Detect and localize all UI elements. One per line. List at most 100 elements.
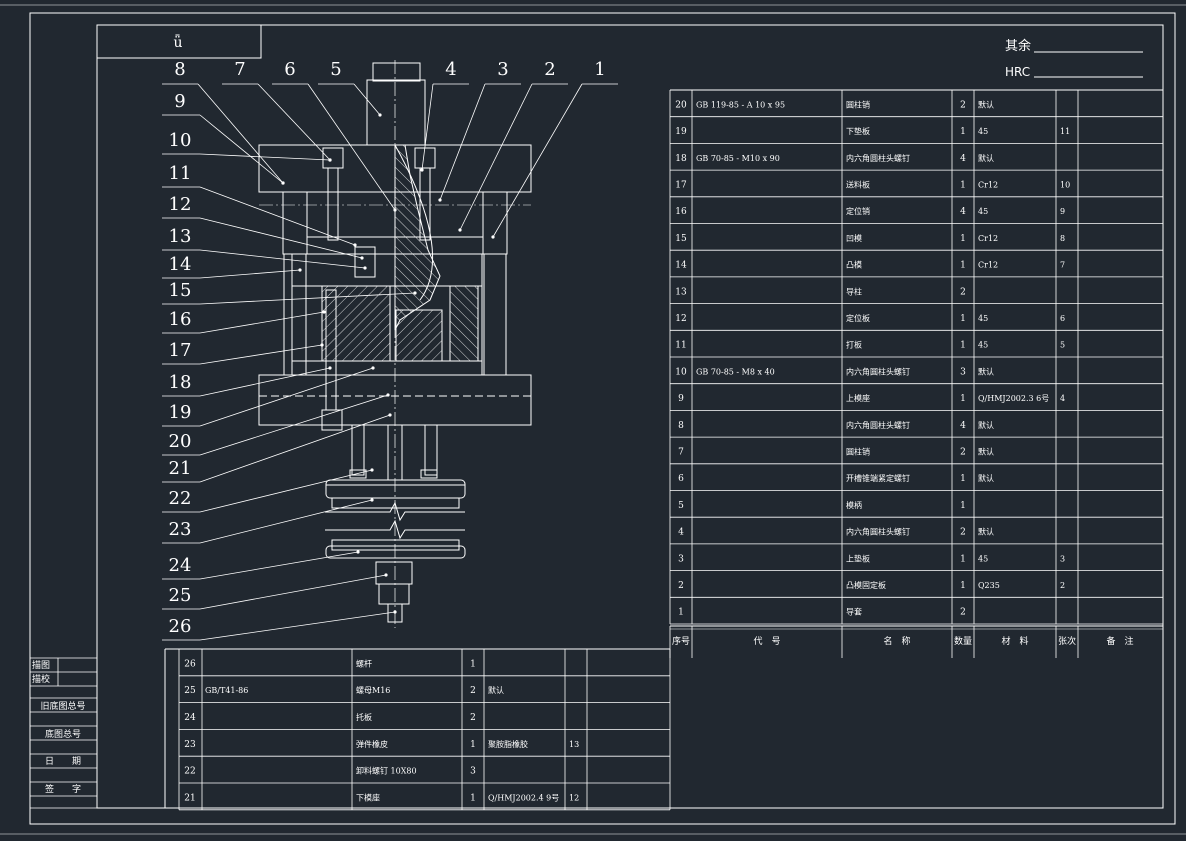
bom-name: 导柱 xyxy=(846,286,862,296)
part-number-left: 12 xyxy=(169,194,192,215)
part-number-left: 21 xyxy=(169,458,192,479)
bom-qty: 1 xyxy=(960,501,966,511)
bom-no: 4 xyxy=(678,528,684,538)
bom-name: 定位销 xyxy=(846,206,870,216)
bom-no: 11 xyxy=(675,341,686,351)
bom-material: 45 xyxy=(978,207,988,216)
bom-qty: 1 xyxy=(470,793,476,803)
bom-code: GB 70-85 - M10 x 90 xyxy=(696,154,780,163)
bom-material: Q235 xyxy=(978,581,1000,590)
bom-material: 默认 xyxy=(978,420,994,430)
die-assembly-section xyxy=(258,60,532,628)
bom-material: Cr12 xyxy=(978,180,998,189)
part-number-left: 10 xyxy=(169,130,192,151)
bom-material: 聚胺脂橡胶 xyxy=(488,739,528,749)
bom-material: Cr12 xyxy=(978,234,998,243)
mold-shank xyxy=(366,79,426,146)
part-number-left: 17 xyxy=(169,340,192,361)
bom-no: 9 xyxy=(678,394,684,404)
bom-name: 托板 xyxy=(356,712,372,722)
bom-material: 45 xyxy=(978,554,988,563)
bom-no: 17 xyxy=(675,180,687,190)
rubber-block xyxy=(325,479,466,499)
bom-no: 20 xyxy=(675,100,687,110)
bom-header-code: 代 号 xyxy=(753,636,780,647)
bom-material: 默认 xyxy=(978,153,994,163)
bom-no: 12 xyxy=(675,314,686,324)
bom-qty: 1 xyxy=(960,234,966,244)
bom-code: GB 70-85 - M8 x 40 xyxy=(696,367,775,376)
bom-name: 定位板 xyxy=(846,313,870,323)
side-panel-label: 底图总号 xyxy=(45,728,81,740)
bom-no: 22 xyxy=(184,767,195,777)
part-number-left: 11 xyxy=(169,163,192,184)
bom-sheet: 11 xyxy=(1060,127,1070,136)
roughness-note: 其余 HRC xyxy=(1005,38,1143,79)
part-number-left: 15 xyxy=(169,280,192,301)
bom-name: 卸料螺钉 10X80 xyxy=(356,766,417,776)
bom-no: 10 xyxy=(675,367,687,377)
bom-header-name: 名 称 xyxy=(883,635,910,647)
bom-no: 3 xyxy=(678,554,684,564)
guide-bush-right xyxy=(482,191,508,255)
bom-header-no: 序号 xyxy=(672,635,690,647)
part-number-top: 4 xyxy=(445,59,456,80)
bom-header: 序号代 号名 称数量材 料张次备 注 xyxy=(672,635,1134,647)
bom-qty: 2 xyxy=(960,100,966,110)
bom-qty: 1 xyxy=(960,474,966,484)
bom-qty: 1 xyxy=(470,740,476,750)
part-number-top: 3 xyxy=(497,59,508,80)
bom-name: 凸模 xyxy=(846,260,862,270)
part-number-left: 23 xyxy=(169,519,192,540)
bom-no: 2 xyxy=(678,581,684,591)
part-number-left: 14 xyxy=(169,254,192,275)
bom-name: 上垫板 xyxy=(846,553,870,563)
bom-sheet: 10 xyxy=(1060,180,1070,189)
unloading-screw-right xyxy=(424,424,438,476)
bom-no: 7 xyxy=(678,447,684,457)
bom-name: 内六角圆柱头螺钉 xyxy=(846,153,910,163)
bom-name: 内六角圆柱头螺钉 xyxy=(846,420,910,430)
bom-material: 默认 xyxy=(978,473,994,483)
bom-name: 螺母M16 xyxy=(356,685,390,695)
bom-no: 21 xyxy=(184,793,195,803)
bom-name: 导套 xyxy=(846,607,862,617)
bom-qty: 2 xyxy=(960,447,966,457)
screw-head-left xyxy=(322,147,344,169)
top-left-box: ǖ xyxy=(96,24,262,59)
bom-code: GB 119-85 - A 10 x 95 xyxy=(696,100,785,109)
bom-qty: 4 xyxy=(960,421,966,431)
part-number-top: 2 xyxy=(544,59,555,80)
bom-name: 圆柱销 xyxy=(846,99,870,109)
bom-sheet: 8 xyxy=(1060,234,1065,243)
bom-name: 螺杆 xyxy=(356,658,372,668)
feed-plate xyxy=(395,309,443,362)
bom-name: 弹件橡皮 xyxy=(356,739,388,749)
bom-name: 内六角圆柱头螺钉 xyxy=(846,527,910,537)
side-panel-label: 日 期 xyxy=(45,756,81,767)
bom-qty: 2 xyxy=(470,713,476,723)
bom-sheet: 12 xyxy=(569,793,579,802)
bom-material: 默认 xyxy=(978,446,994,456)
bom-qty: 1 xyxy=(960,261,966,271)
bom-no: 14 xyxy=(675,261,687,271)
bom-no: 5 xyxy=(678,501,684,511)
